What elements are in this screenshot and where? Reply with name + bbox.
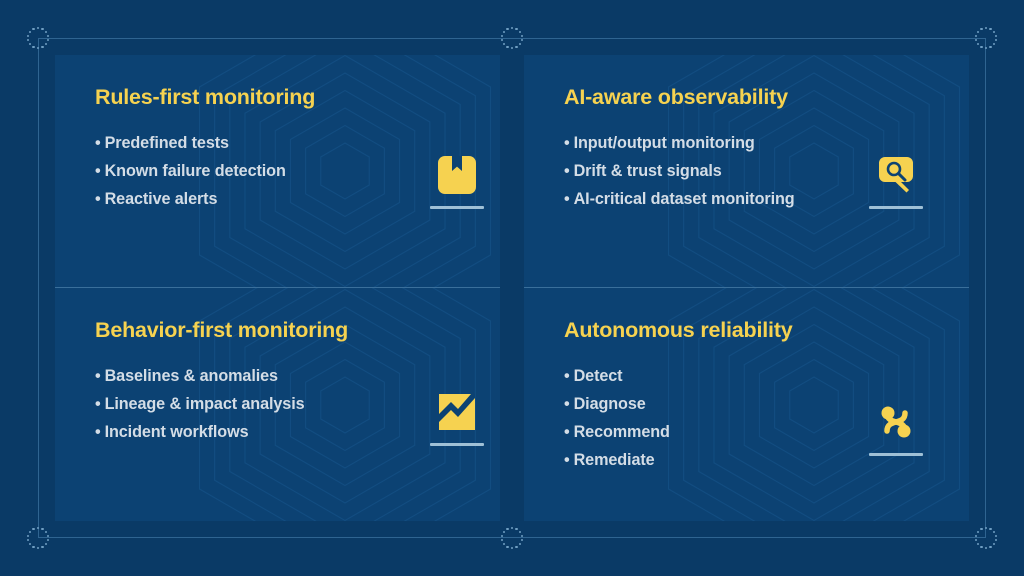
bullet-marker: • [95,190,101,208]
icon-underline [430,443,484,446]
bullet-marker: • [564,134,570,152]
trend-chart-icon [439,394,475,430]
dotted-circle-icon [499,25,525,51]
bullet-marker: • [564,162,570,180]
bullet-marker: • [95,367,101,385]
dotted-circle-icon [973,25,999,51]
list-item-label: Diagnose [573,395,646,413]
bullet-marker: • [564,423,570,441]
dotted-circle-icon [499,525,525,551]
dotted-circle-icon [973,525,999,551]
quadrant-ai-aware-observability[interactable]: AI-aware observability •Input/output mon… [524,55,969,288]
list-item-label: Known failure detection [104,162,286,180]
dotted-circle-icon [25,25,51,51]
list-item-label: Baselines & anomalies [104,367,278,385]
list-item-label: Input/output monitoring [573,134,755,152]
frame-line-bottom [38,537,986,538]
bullet-marker: • [95,134,101,152]
list-item: •Diagnose [564,390,969,418]
quadrant-autonomous-reliability[interactable]: Autonomous reliability •Detect •Diagnose… [524,288,969,521]
icon-underline [869,453,923,456]
search-bubble-icon [879,157,913,193]
dotted-circle-icon [25,525,51,551]
frame-line-left [38,38,39,538]
list-item: •Reactive alerts [95,185,500,213]
bookmark-book-icon [438,156,476,194]
frame-line-right [985,38,986,538]
bullet-marker: • [95,162,101,180]
quadrant-title: Autonomous reliability [564,318,793,342]
bullet-list: •Detect •Diagnose •Recommend •Remediate [564,362,969,474]
list-item-label: Incident workflows [104,423,249,441]
list-item: •Remediate [564,446,969,474]
quadrant-rules-first-monitoring[interactable]: Rules-first monitoring •Predefined tests… [55,55,500,288]
list-item-label: Predefined tests [104,134,229,152]
quadrant-title: Rules-first monitoring [95,85,316,109]
quadrant-behavior-first-monitoring[interactable]: Behavior-first monitoring •Baselines & a… [55,288,500,521]
quadrant-grid: Rules-first monitoring •Predefined tests… [55,55,969,521]
list-item-label: AI-critical dataset monitoring [573,190,795,208]
list-item-label: Reactive alerts [104,190,218,208]
list-item-label: Recommend [573,423,670,441]
icon-underline [430,206,484,209]
bullet-marker: • [564,451,570,469]
list-item-label: Detect [573,367,623,385]
list-item-label: Lineage & impact analysis [104,395,305,413]
bullet-marker: • [564,367,570,385]
icon-block [866,400,926,456]
list-item-label: Drift & trust signals [573,162,722,180]
list-item: •Detect [564,362,969,390]
bullet-marker: • [564,190,570,208]
quadrant-title: Behavior-first monitoring [95,318,349,342]
bullet-marker: • [95,423,101,441]
icon-block [866,153,926,209]
icon-block [427,390,487,446]
quadrant-title: AI-aware observability [564,85,788,109]
icon-underline [869,206,923,209]
bullet-marker: • [564,395,570,413]
icon-block [427,153,487,209]
list-item: •Baselines & anomalies [95,362,500,390]
list-item: •Predefined tests [95,129,500,157]
frame-line-top [38,38,986,39]
bullet-marker: • [95,395,101,413]
list-item-label: Remediate [573,451,655,469]
molecule-node-icon [881,406,911,438]
list-item: •Recommend [564,418,969,446]
